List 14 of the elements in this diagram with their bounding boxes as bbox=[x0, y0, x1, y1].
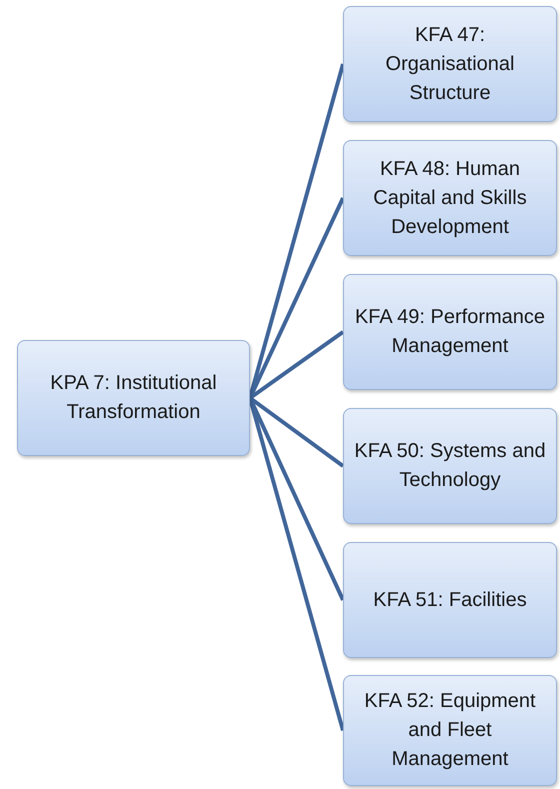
topic-box bbox=[343, 408, 557, 524]
box-label: KFA 48: Human Capital and Skills Development bbox=[372, 156, 528, 240]
box-label: KPA 7: Institutional Transformation bbox=[49, 371, 218, 425]
box-label: KFA 50: Systems and Technology bbox=[353, 439, 547, 493]
topic-box bbox=[343, 675, 557, 786]
topic-box bbox=[343, 6, 557, 122]
topic-box bbox=[343, 274, 557, 390]
topic-box bbox=[17, 340, 250, 456]
box-label: KFA 52: Equipment and Fleet Management bbox=[363, 689, 537, 772]
box-label: KFA 51: Facilities bbox=[373, 588, 527, 612]
topic-box bbox=[343, 542, 557, 658]
topic-box bbox=[343, 140, 557, 256]
box-label: KFA 49: Performance Management bbox=[354, 305, 546, 359]
box-label: KFA 47: Organisational Structure bbox=[384, 22, 516, 106]
